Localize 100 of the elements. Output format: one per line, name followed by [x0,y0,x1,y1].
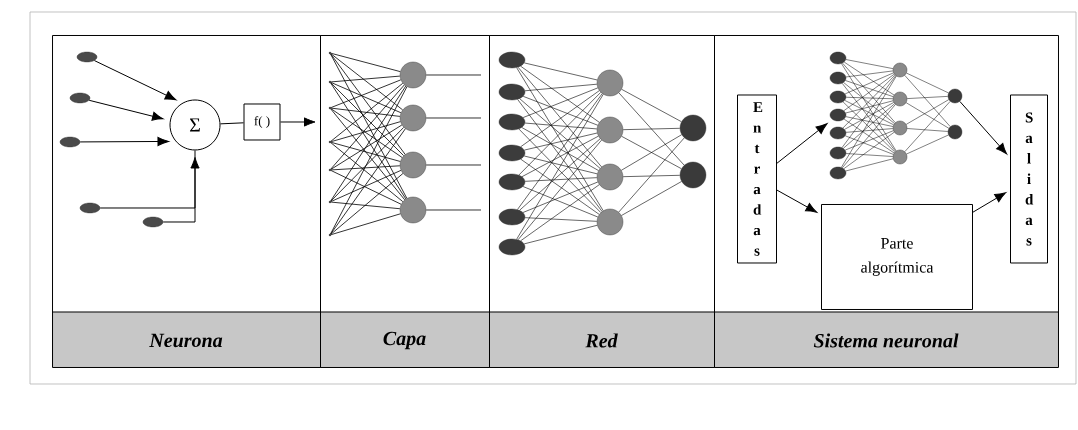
panel-label: Red [585,333,618,348]
connection-line [516,94,604,240]
neuron-circle [596,116,624,144]
neuron-circle [596,208,624,236]
panel-label: Capa [383,331,426,350]
connection-line [220,122,244,125]
connection-line [518,128,602,213]
connection-line [524,122,598,130]
connection-line [845,153,894,157]
arrow [776,189,818,213]
connection-line [906,134,949,155]
connection-line [519,138,601,211]
arrow [776,123,828,164]
connection-line [330,165,401,171]
connection-line [330,126,405,202]
connection-line [843,73,895,111]
junction-point [328,51,332,55]
connection-line [520,184,600,242]
input-node [76,51,98,63]
panel [489,35,715,368]
neuron-circle [892,91,908,107]
connection-line [425,209,482,211]
input-node [829,126,847,140]
connection-line [618,92,685,166]
connection-line [330,121,401,143]
connection-line [330,173,404,235]
connection-line [842,74,896,129]
input-node [498,51,526,69]
connection-line [621,89,682,122]
connection-line [330,75,401,83]
connection-line [330,79,402,108]
arrow [88,99,164,121]
connection-line [842,62,896,123]
neuron-circle [596,69,624,97]
arrow [93,60,177,101]
process-box: Parte algorítmica [821,204,973,310]
connection-line [841,63,897,152]
neuron-circle [399,196,427,224]
neuron-circle [679,114,707,142]
connection-line [524,217,598,222]
connection-line [330,108,403,158]
connection-line [520,65,600,123]
panel [320,35,490,368]
connection-line [524,155,598,175]
junction-point [328,168,332,172]
connection-line [845,80,894,97]
input-node [829,90,847,104]
connection-line [845,97,894,99]
arrow [972,192,1007,213]
neuron-circle [947,124,963,140]
connection-line [524,62,598,81]
input-node [829,108,847,122]
connection-line [622,175,681,177]
connection-line [845,59,894,69]
connection-line [845,130,894,151]
panel [52,35,321,368]
connection-line [841,83,896,152]
connection-line [330,124,403,170]
junction-point [328,140,332,144]
connection-line [906,96,949,99]
connection-line [330,213,401,236]
connection-line [330,84,405,170]
connection-line [841,75,897,168]
connection-line [843,131,895,169]
neuron-circle [399,104,427,132]
arrow [79,136,169,147]
connection-line [521,135,599,177]
input-node [142,216,164,228]
input-node [829,51,847,65]
connection-line [522,96,598,126]
connection-line [845,128,894,133]
input-node [498,113,526,131]
connection-line [904,101,951,152]
neuron-circle [399,151,427,179]
connection-line [622,128,681,130]
connection-line [425,74,482,76]
input-node [498,144,526,162]
connection-line [425,117,482,119]
connection-line [906,72,949,94]
connection-line [522,87,599,118]
neuron-circle [892,120,908,136]
connection-line [520,158,600,215]
connection-line [845,158,894,172]
connection-line [518,92,601,176]
connection-line [330,82,405,157]
connection-line [843,118,895,154]
input-node [498,173,526,191]
connection-line [330,108,406,201]
connection-line [841,75,896,148]
neuron-circle [679,161,707,189]
panel-label: Sistema neuronal [813,333,959,348]
connection-line [330,53,406,155]
connection-line [843,82,895,124]
connection-line [519,98,601,169]
input-node [498,238,526,256]
junction-point [328,233,332,237]
input-node [79,202,101,214]
input-node [829,166,847,180]
junction-point [328,80,332,84]
connection-line [523,224,598,245]
